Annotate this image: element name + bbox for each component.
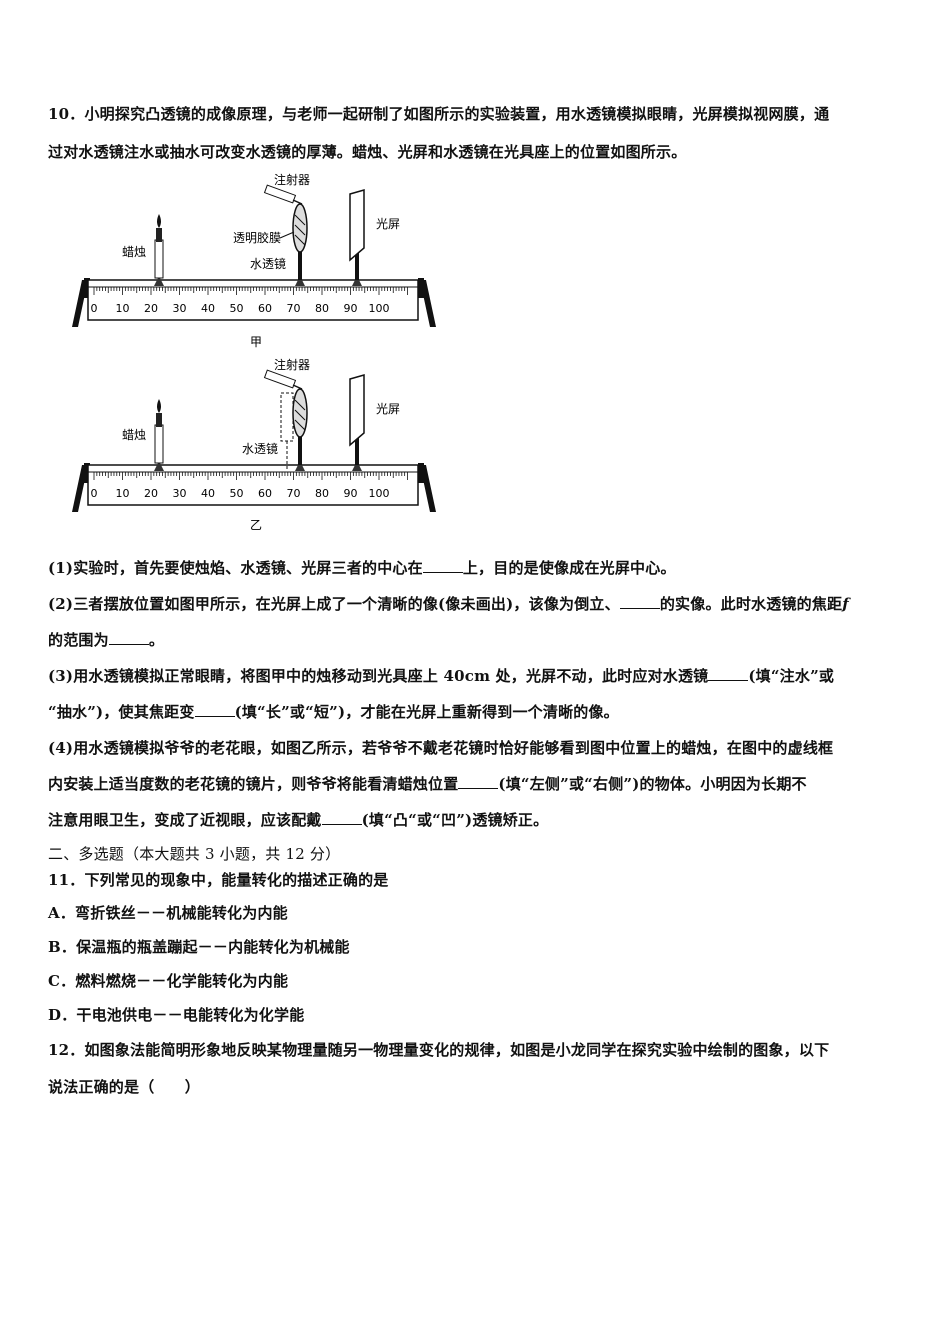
scale-label: 40 (201, 302, 215, 315)
candle (154, 214, 164, 286)
scale-label: 20 (144, 487, 158, 500)
film-label: 透明胶膜 (233, 230, 281, 245)
answer-blank[interactable] (422, 560, 463, 573)
bench-ticks (93, 472, 408, 480)
scale-label: 50 (230, 487, 244, 500)
dashed-lens-box (280, 392, 294, 442)
scale-label: 30 (173, 487, 187, 500)
water-lens (292, 203, 308, 286)
syringe (263, 184, 303, 205)
water-lens (292, 388, 308, 471)
scale-label: 50 (230, 302, 244, 315)
answer-blank[interactable] (619, 596, 660, 609)
scale-label: 80 (315, 487, 329, 500)
scale-label: 100 (369, 302, 390, 315)
scale-label: 10 (116, 487, 130, 500)
screen-label: 光屏 (376, 217, 400, 231)
scale-label: 90 (344, 302, 358, 315)
scale-label: 30 (173, 302, 187, 315)
q10-part2-line2: 的范围为。 (48, 631, 165, 649)
candle-label: 蜡烛 (122, 245, 146, 259)
scale-label: 10 (116, 302, 130, 315)
q11-option-b[interactable]: B．保温瓶的瓶盖蹦起－－内能转化为机械能 (48, 938, 350, 956)
scale-label: 60 (258, 487, 272, 500)
syringe (263, 369, 303, 390)
scale-label: 100 (369, 487, 390, 500)
bench-scale-labels: 0 10 20 30 40 50 60 70 80 90 100 (91, 302, 390, 315)
q10-part2-line1: (2)三者摆放位置如图甲所示，在光屏上成了一个清晰的像(像未画出)，该像为倒立、… (48, 595, 849, 613)
screen (349, 374, 365, 471)
screen (349, 189, 365, 286)
bench-scale-labels: 0 10 20 30 40 50 60 70 80 90 100 (91, 487, 390, 500)
answer-blank[interactable] (108, 632, 149, 645)
scale-label: 80 (315, 302, 329, 315)
q10-part1: (1)实验时，首先要使烛焰、水透镜、光屏三者的中心在上，目的是使像成在光屏中心。 (48, 559, 676, 577)
lens-label: 水透镜 (242, 441, 278, 456)
answer-blank[interactable] (321, 812, 362, 825)
q10-intro-line2: 过对水透镜注水或抽水可改变水透镜的厚薄。蜡烛、光屏和水透镜在光具座上的位置如图所… (48, 143, 687, 161)
q10-part3-line2: “抽水”)，使其焦距变(填“长”或“短”)，才能在光屏上重新得到一个清晰的像。 (48, 703, 619, 721)
q10-part3-line1: (3)用水透镜模拟正常眼睛，将图甲中的烛移动到光具座上 40cm 处，光屏不动，… (48, 667, 835, 685)
scale-label: 0 (91, 487, 98, 500)
figure-b-optical-bench: 0 10 20 30 40 50 60 70 80 90 100 蜡烛 注射器 水透镜 光屏 乙 (72, 357, 436, 532)
q10-part4-line2: 内安装上适当度数的老花镜的镜片，则爷爷将能看清蜡烛位置(填“左侧”或“右侧”)的… (48, 775, 807, 793)
q11-option-c[interactable]: C．燃料燃烧－－化学能转化为内能 (48, 972, 289, 990)
q12-stem-line1: 12．如图象法能简明形象地反映某物理量随另一物理量变化的规律，如图是小龙同学在探… (48, 1041, 830, 1059)
figure-a-optical-bench: 0 10 20 30 40 50 60 70 80 90 100 蜡烛 注射器 透明胶膜 水透镜 光… (72, 172, 436, 349)
screen-label: 光屏 (376, 402, 400, 416)
scale-label: 60 (258, 302, 272, 315)
figure-b-caption: 乙 (250, 518, 262, 532)
answer-blank[interactable] (708, 668, 749, 681)
syringe-label: 注射器 (274, 172, 310, 187)
q12-stem-line2: 说法正确的是（ ） (48, 1078, 201, 1096)
bench-ticks (93, 287, 408, 295)
candle-label: 蜡烛 (122, 428, 146, 442)
scale-label: 90 (344, 487, 358, 500)
candle (154, 399, 164, 471)
q11-option-a[interactable]: A．弯折铁丝－－机械能转化为内能 (48, 904, 288, 922)
scale-label: 70 (287, 487, 301, 500)
q11-option-d[interactable]: D．干电池供电－－电能转化为化学能 (48, 1006, 305, 1024)
q10-intro-line1: 10．小明探究凸透镜的成像原理，与老师一起研制了如图所示的实验装置，用水透镜模拟… (48, 105, 830, 123)
q11-stem: 11．下列常见的现象中，能量转化的描述正确的是 (48, 871, 389, 889)
scale-label: 0 (91, 302, 98, 315)
q10-part4-line3: 注意用眼卫生，变成了近视眼，应该配戴(填“凸“或“凹”)透镜矫正。 (48, 811, 549, 829)
answer-blank[interactable] (194, 704, 235, 717)
answer-blank[interactable] (458, 776, 499, 789)
scale-label: 70 (287, 302, 301, 315)
section-heading: 二、多选题（本大题共 3 小题，共 12 分） (48, 845, 341, 863)
lens-label: 水透镜 (250, 256, 286, 271)
scale-label: 40 (201, 487, 215, 500)
q10-part4-line1: (4)用水透镜模拟爷爷的老花眼，如图乙所示，若爷爷不戴老花镜时恰好能够看到图中位… (48, 739, 834, 757)
scale-label: 20 (144, 302, 158, 315)
figure-a-caption: 甲 (250, 335, 262, 349)
syringe-label: 注射器 (274, 357, 310, 372)
